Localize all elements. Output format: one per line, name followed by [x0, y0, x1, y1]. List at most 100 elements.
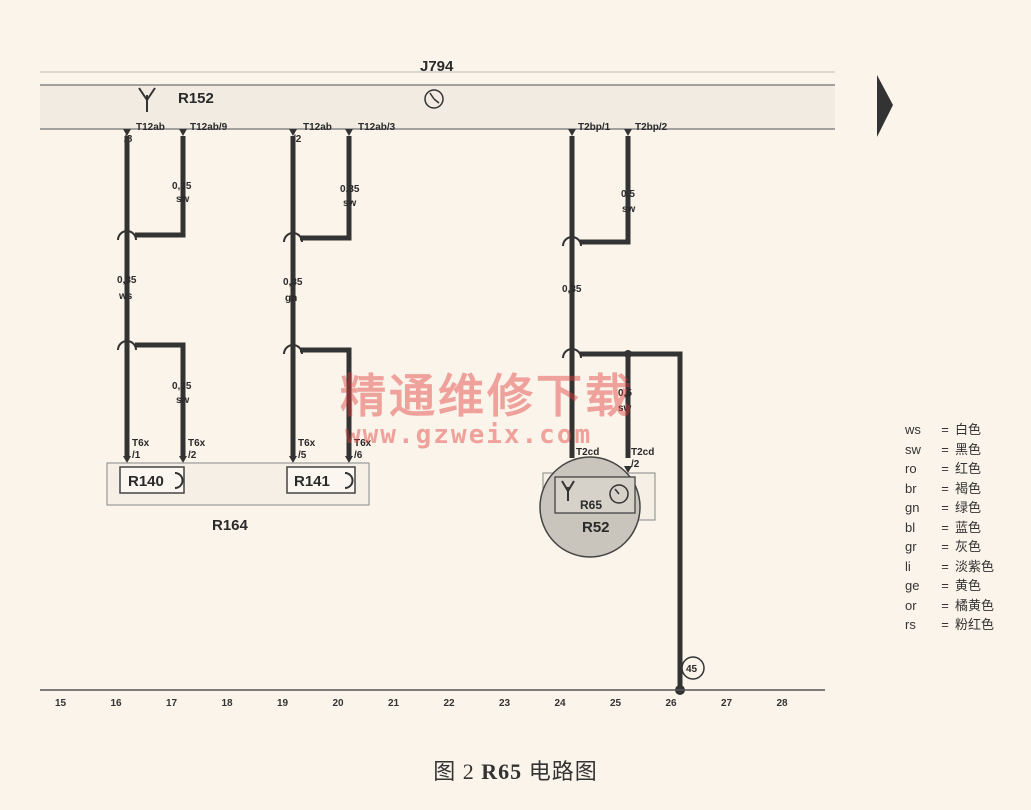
- legend-color-name: 红色: [955, 461, 982, 476]
- wire1-color: sw: [176, 194, 190, 205]
- pin-t6x-1-sub: /1: [132, 450, 141, 461]
- legend-color-name: 褐色: [955, 480, 982, 496]
- legend-row: li=淡紫色: [905, 557, 994, 577]
- wire4-size: 0,35: [340, 184, 360, 195]
- legend-row: br = 褐色: [905, 479, 994, 499]
- r140-box: [119, 466, 185, 494]
- column-number: 17: [166, 698, 178, 709]
- legend-equals: =: [941, 441, 949, 457]
- column-number: 15: [55, 698, 67, 709]
- legend-color-name: 白色: [955, 422, 982, 437]
- legend-code: ws: [905, 422, 921, 437]
- wire7-size: 0,35: [562, 284, 582, 295]
- r65-label: R65: [580, 498, 602, 512]
- legend-color-name: 橘黄色: [955, 597, 995, 613]
- wire8-size: 0,5: [618, 388, 632, 399]
- pin-t12ab-9: T12ab/9: [190, 122, 228, 133]
- legend-equals: =: [941, 539, 949, 554]
- column-number: 25: [610, 698, 622, 709]
- legend-code: gr: [905, 539, 917, 554]
- module-name: J794: [420, 58, 454, 75]
- column-number: 27: [721, 698, 733, 709]
- legend-equals: =: [941, 578, 949, 593]
- legend-equals: =: [941, 500, 949, 515]
- antenna-icon: [138, 87, 156, 112]
- splice-dot: [624, 350, 632, 358]
- legend-color-name: 淡紫色: [955, 558, 995, 574]
- wire8-color: sw: [618, 403, 632, 414]
- wire6-size: 0,5: [621, 189, 635, 200]
- pin-t6x-5-sub: /5: [298, 450, 307, 461]
- pin-t6x-6-sub: /6: [354, 450, 363, 461]
- clock-icon: [609, 484, 629, 504]
- r141-box: [286, 466, 356, 494]
- legend-color-name: 黑色: [955, 441, 982, 457]
- legend-row: gr=灰色: [905, 537, 994, 557]
- pin-t6x-6: T6x: [354, 438, 372, 449]
- column-number: 22: [444, 698, 456, 709]
- pin-t12ab-2-sub: /2: [293, 134, 302, 145]
- legend-row: ro = 红色: [905, 459, 994, 479]
- legend-equals: =: [941, 480, 949, 496]
- column-number: 23: [499, 698, 511, 709]
- column-number: 16: [111, 698, 123, 709]
- legend-row: rs=粉红色: [905, 615, 994, 635]
- legend-row: ge=黄色: [905, 576, 994, 596]
- wire1-size: 0,35: [172, 181, 192, 192]
- pin-t2bp-1: T2bp/1: [578, 122, 611, 133]
- column-number: 28: [777, 698, 789, 709]
- pin-t2cd-2-sub: /2: [631, 459, 640, 470]
- module-sub-label: R152: [178, 90, 214, 107]
- r141-label: R141: [294, 473, 330, 490]
- legend-row: sw = 黑色: [905, 440, 994, 460]
- r52-label: R52: [582, 519, 610, 536]
- figure-caption: 图 2 R65 电路图: [0, 754, 1031, 786]
- legend-equals: =: [941, 597, 949, 613]
- pin-t6x-5: T6x: [298, 438, 316, 449]
- ground-ref-label: 45: [686, 664, 698, 675]
- legend-code: gn: [905, 500, 920, 515]
- speaker-icon: [344, 472, 354, 489]
- legend-code: ge: [905, 578, 920, 593]
- legend-row: gn=绿色: [905, 498, 994, 518]
- wire2-color: ws: [118, 291, 133, 302]
- clock-icon: [424, 89, 444, 109]
- pin-t2bp-2: T2bp/2: [635, 122, 668, 133]
- antenna-icon: [561, 480, 575, 501]
- wire4-color: sw: [343, 198, 357, 209]
- legend-row: bl=蓝色: [905, 518, 994, 538]
- pin-t2cd-1: T2cd: [576, 447, 599, 458]
- column-number: 21: [388, 698, 400, 709]
- caption-prefix: 图 2: [433, 759, 475, 784]
- watermark-cn: 精通维修下载: [340, 369, 634, 423]
- wire-group-1: [124, 136, 683, 690]
- pin-t12ab-2: T12ab: [303, 122, 332, 133]
- legend-code: br: [905, 480, 917, 496]
- legend-color-name: 蓝色: [955, 519, 982, 535]
- pin-t6x-2-sub: /2: [188, 450, 197, 461]
- pin-t12ab-3: T12ab/3: [358, 122, 396, 133]
- legend-equals: =: [941, 617, 949, 632]
- ground-ref-circle: [681, 656, 705, 680]
- legend-code: rs: [905, 617, 916, 632]
- legend-row: ws = 白色: [905, 420, 994, 440]
- legend-equals: =: [941, 422, 949, 437]
- continuation-arrow-icon: [877, 75, 893, 137]
- wire5-size: 0,35: [283, 277, 303, 288]
- column-number: 20: [333, 698, 345, 709]
- caption-bold: R65: [481, 759, 523, 784]
- speaker-icon: [174, 472, 184, 489]
- legend-code: bl: [905, 519, 916, 535]
- splice-arcs: [117, 230, 582, 359]
- legend-code: ro: [905, 461, 917, 476]
- pin-t6x-1: T6x: [132, 438, 150, 449]
- legend-equals: =: [941, 461, 949, 476]
- legend-code: sw: [905, 441, 921, 457]
- wire2-size: 0,35: [117, 275, 137, 286]
- column-number: 24: [555, 698, 567, 709]
- pin-arrows: [123, 129, 632, 136]
- wire5-color: gn: [285, 293, 297, 304]
- caption-suffix: 电路图: [528, 759, 598, 784]
